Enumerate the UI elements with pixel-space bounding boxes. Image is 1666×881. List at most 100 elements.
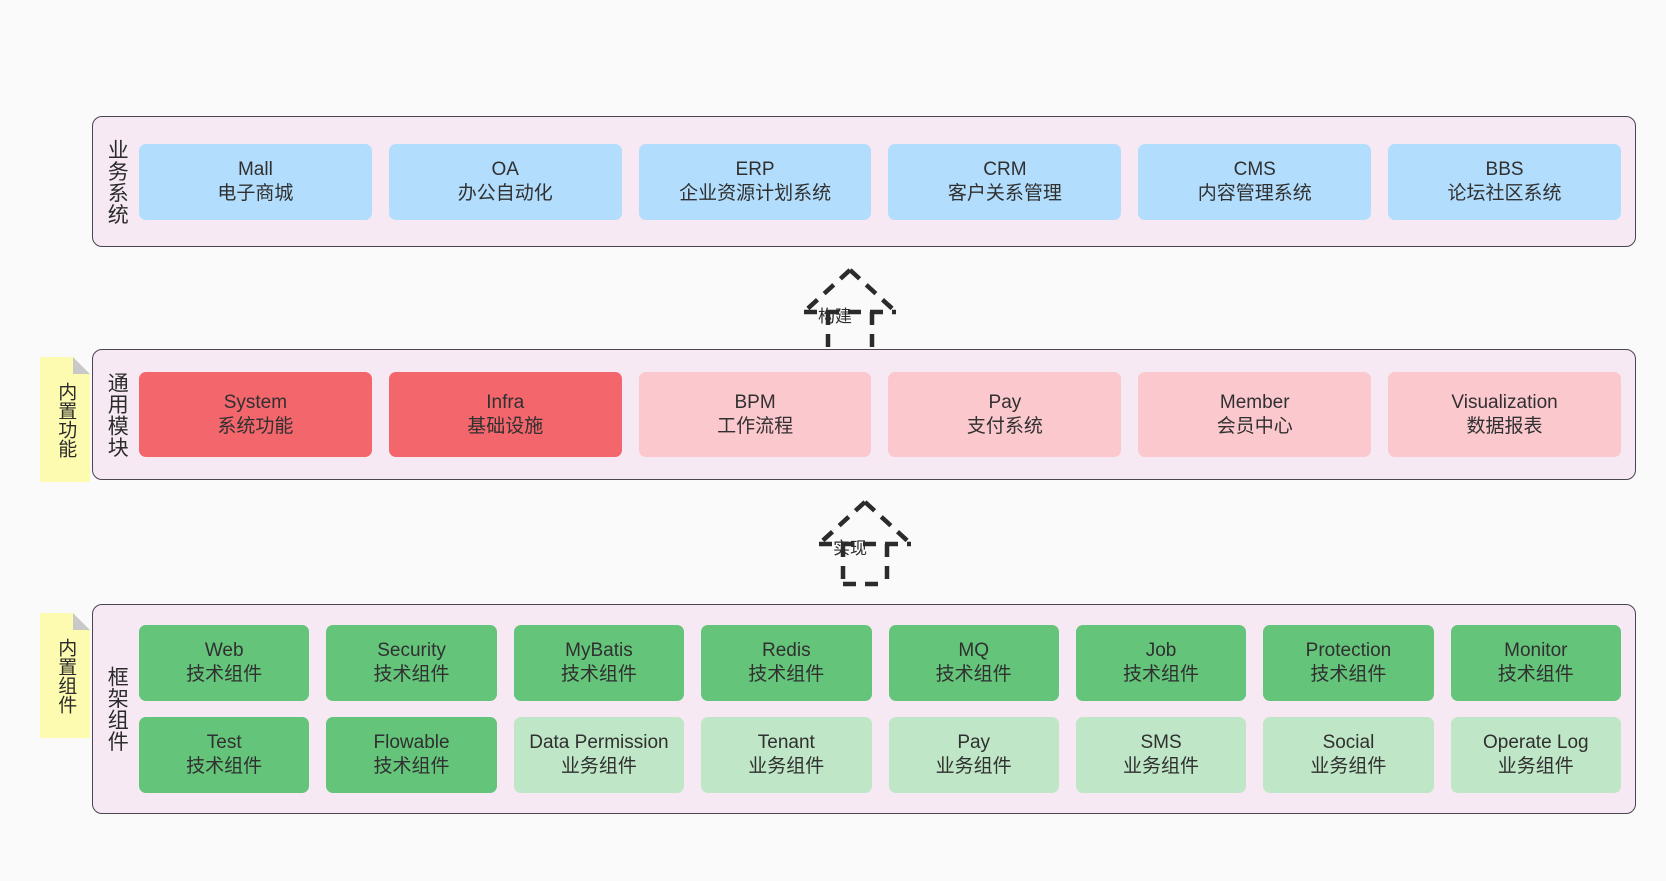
module-box-social[interactable]: Social 业务组件 [1263,717,1434,793]
connector-build-label: 构建 [818,307,852,326]
module-name: Redis [762,640,811,662]
module-name: MQ [958,640,989,662]
module-subtitle: 业务组件 [1310,756,1387,777]
note-builtin-features: 内置功能 [40,357,90,482]
note-fold-corner-icon [73,613,90,630]
module-subtitle: 技术组件 [560,664,637,685]
module-name: BBS [1485,158,1524,180]
module-name: Social [1322,732,1375,754]
module-row: Web 技术组件 Security 技术组件 MyBatis 技术组件 Redi… [139,625,1621,701]
module-name: Protection [1305,640,1392,662]
module-box-tenant[interactable]: Tenant 业务组件 [701,717,872,793]
module-box-bbs[interactable]: BBS 论坛社区系统 [1388,143,1621,220]
module-subtitle: 技术组件 [1310,664,1387,685]
module-box-web[interactable]: Web 技术组件 [139,625,310,701]
module-row: Test 技术组件 Flowable 技术组件 Data Permission … [139,717,1621,793]
module-box-protection[interactable]: Protection 技术组件 [1263,625,1434,701]
module-name: Test [206,732,242,754]
module-subtitle: 技术组件 [373,756,450,777]
module-subtitle: 技术组件 [1497,664,1574,685]
module-name: CRM [983,158,1027,180]
layer-body-common-module: System 系统功能 Infra 基础设施 BPM 工作流程 Pay 支付系统… [139,350,1635,479]
layer-body-business-system: Mall 电子商城 OA 办公自动化 ERP 企业资源计划系统 CRM 客户关系… [139,117,1635,246]
module-subtitle: 业务组件 [560,756,637,777]
module-box-sms[interactable]: SMS 业务组件 [1075,717,1247,793]
module-name: Mall [237,158,273,180]
module-subtitle: 工作流程 [717,415,794,437]
module-box-mybatis[interactable]: MyBatis 技术组件 [513,625,685,701]
module-subtitle: 基础设施 [467,415,544,437]
module-box-security[interactable]: Security 技术组件 [326,625,497,701]
module-box-oa[interactable]: OA 办公自动化 [388,143,622,220]
module-subtitle: 技术组件 [935,664,1012,685]
module-box-system[interactable]: System 系统功能 [139,372,372,457]
module-box-erp[interactable]: ERP 企业资源计划系统 [638,143,872,220]
module-name: Tenant [757,732,815,754]
module-name: OA [491,158,519,180]
module-name: Security [377,640,446,662]
module-name: Visualization [1451,391,1558,413]
module-box-mall[interactable]: Mall 电子商城 [139,143,372,220]
module-box-member[interactable]: Member 会员中心 [1138,372,1372,457]
module-row: Mall 电子商城 OA 办公自动化 ERP 企业资源计划系统 CRM 客户关系… [139,143,1621,220]
module-box-flowable[interactable]: Flowable 技术组件 [326,717,497,793]
module-box-pay-component[interactable]: Pay 业务组件 [888,717,1059,793]
module-subtitle: 企业资源计划系统 [679,182,832,204]
note-fold-corner-icon [73,357,90,374]
module-name: CMS [1233,158,1276,180]
module-name: Web [204,640,244,662]
module-subtitle: 技术组件 [373,664,450,685]
module-name: Operate Log [1482,732,1589,754]
layer-title-business-system: 业务系统 [105,138,129,225]
layer-framework-component[interactable]: 框架组件 Web 技术组件 Security 技术组件 MyBatis 技术组件… [92,604,1636,814]
module-box-job[interactable]: Job 技术组件 [1075,625,1247,701]
layer-body-framework-component: Web 技术组件 Security 技术组件 MyBatis 技术组件 Redi… [139,605,1635,813]
module-row: System 系统功能 Infra 基础设施 BPM 工作流程 Pay 支付系统… [139,372,1621,457]
module-name: Monitor [1504,640,1568,662]
module-name: ERP [735,158,775,180]
layer-business-system[interactable]: 业务系统 Mall 电子商城 OA 办公自动化 ERP 企业资源计划系统 CRM [92,116,1636,247]
module-name: Infra [486,391,525,413]
layer-common-module[interactable]: 通用模块 System 系统功能 Infra 基础设施 BPM 工作流程 Pay [92,349,1636,480]
module-name: BPM [734,391,776,413]
module-box-test[interactable]: Test 技术组件 [139,717,310,793]
module-box-pay[interactable]: Pay 支付系统 [888,372,1122,457]
connector-build: 构建 [800,268,900,355]
module-name: Flowable [373,732,450,754]
module-box-infra[interactable]: Infra 基础设施 [388,372,622,457]
connector-implement: 实现 [815,500,915,587]
module-subtitle: 支付系统 [966,415,1043,437]
module-box-operate-log[interactable]: Operate Log 业务组件 [1450,717,1621,793]
module-name: Pay [988,391,1022,413]
module-name: Member [1219,391,1290,413]
connector-implement-label: 实现 [833,539,867,558]
module-name: SMS [1140,732,1182,754]
module-box-redis[interactable]: Redis 技术组件 [701,625,872,701]
layer-title-framework-component: 框架组件 [105,666,129,752]
module-subtitle: 技术组件 [186,664,263,685]
module-subtitle: 会员中心 [1216,415,1293,437]
note-label: 内置组件 [55,637,77,714]
module-subtitle: 业务组件 [935,756,1012,777]
module-subtitle: 数据报表 [1466,415,1543,437]
module-name: Pay [957,732,991,754]
module-box-visualization[interactable]: Visualization 数据报表 [1388,372,1621,457]
module-subtitle: 系统功能 [217,415,294,437]
module-name: MyBatis [565,640,633,662]
module-name: Data Permission [529,732,669,754]
connector-implement-arrow-icon [817,500,913,587]
module-box-cms[interactable]: CMS 内容管理系统 [1138,143,1372,220]
module-subtitle: 客户关系管理 [947,182,1062,204]
module-subtitle: 内容管理系统 [1197,182,1312,204]
module-box-mq[interactable]: MQ 技术组件 [888,625,1059,701]
module-box-bpm[interactable]: BPM 工作流程 [638,372,872,457]
module-box-monitor[interactable]: Monitor 技术组件 [1450,625,1621,701]
module-subtitle: 技术组件 [1123,664,1200,685]
note-label: 内置功能 [55,381,77,458]
module-box-crm[interactable]: CRM 客户关系管理 [888,143,1122,220]
module-subtitle: 论坛社区系统 [1447,182,1562,204]
module-box-data-permission[interactable]: Data Permission 业务组件 [513,717,685,793]
module-subtitle: 业务组件 [748,756,825,777]
module-name: System [223,391,288,413]
